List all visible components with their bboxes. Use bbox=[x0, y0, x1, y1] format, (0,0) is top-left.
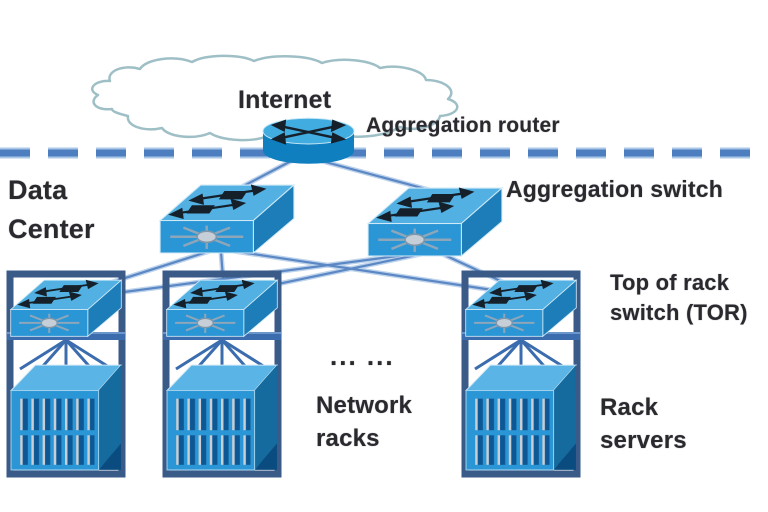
data-center-label: Data Center bbox=[8, 171, 95, 249]
tor-switch-icon bbox=[9, 279, 123, 338]
rack-frame bbox=[461, 270, 581, 478]
internet-cloud-icon bbox=[91, 54, 459, 142]
network-racks-label: Network racks bbox=[316, 389, 412, 455]
tor-to-server-links bbox=[175, 326, 269, 371]
network-racks-label-line1: Network bbox=[316, 392, 413, 419]
rack-servers-label-line2: servers bbox=[600, 427, 687, 454]
aggregation-router-icon bbox=[262, 117, 355, 164]
top-of-rack-label-line1: Top of rack bbox=[610, 270, 730, 295]
top-of-rack-label: Top of rack switch (TOR) bbox=[610, 268, 748, 328]
rack-right bbox=[461, 270, 581, 478]
server-rack-icon bbox=[465, 364, 577, 471]
rack-left bbox=[6, 270, 126, 478]
top-of-rack-label-line2: switch (TOR) bbox=[610, 300, 748, 325]
link-aggregation-router--aggregation-switch-right bbox=[317, 158, 438, 194]
server-rack-icon bbox=[10, 364, 122, 471]
aggregation-router-label: Aggregation router bbox=[366, 114, 560, 137]
rack-servers-label-line1: Rack bbox=[600, 394, 659, 421]
tor-switch-icon bbox=[464, 279, 578, 338]
network-racks-label-line2: racks bbox=[316, 425, 380, 452]
tor-switch-icon bbox=[165, 279, 279, 338]
aggregation-switch-right-icon bbox=[366, 186, 504, 258]
more-racks-ellipsis: ... ... bbox=[330, 341, 395, 371]
aggregation-switch-left-icon bbox=[158, 183, 296, 255]
internet-label: Internet bbox=[238, 86, 332, 114]
rack-servers-label: Rack servers bbox=[600, 391, 687, 457]
link-aggregation-switch-left--rack-right-tor-switch bbox=[232, 249, 520, 296]
server-rack-icon bbox=[166, 364, 278, 471]
tor-to-server-links bbox=[474, 326, 568, 371]
rack-middle bbox=[162, 270, 282, 478]
data-center-label-line2: Center bbox=[8, 214, 95, 244]
aggregation-switch-label: Aggregation switch bbox=[506, 176, 724, 202]
data-center-label-line1: Data bbox=[8, 175, 68, 205]
